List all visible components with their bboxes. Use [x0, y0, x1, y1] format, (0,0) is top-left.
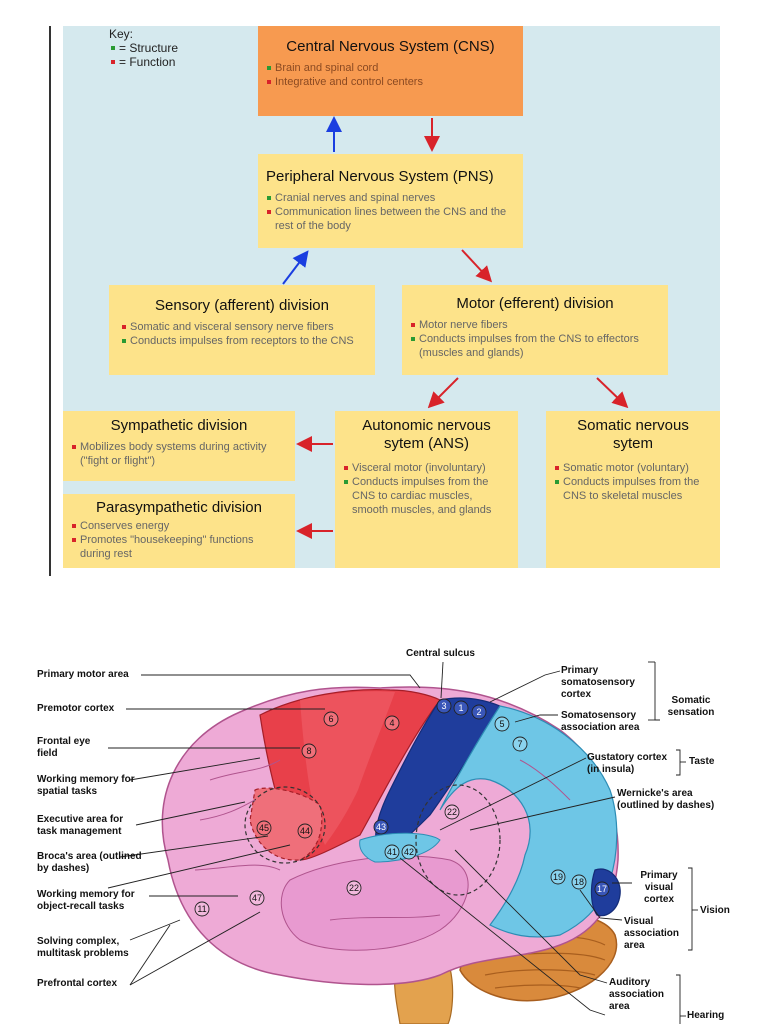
label-hearing: Hearing: [687, 1010, 725, 1021]
label-primary-visual: Primary visual cortex: [640, 870, 678, 905]
box-sympathetic: Sympathetic division Mobilizes body syst…: [63, 411, 295, 481]
bullet-structure: Cranial nerves and spinal nerves: [266, 191, 515, 205]
box-pns: Peripheral Nervous System (PNS) Cranial …: [258, 154, 523, 248]
label-broca: Broca's area (outlined by dashes): [37, 851, 142, 874]
label-visual-association: Visual association area: [624, 916, 680, 951]
area-number: 41: [387, 847, 397, 857]
bullet-function: Visceral motor (involuntary): [343, 461, 510, 475]
motor-area: [259, 689, 441, 861]
label-primary-motor: Primary motor area: [37, 669, 129, 680]
bullet-structure: Somatic and visceral sensory nerve fiber…: [121, 320, 367, 334]
area-number: 4: [389, 718, 394, 728]
box-motor: Motor (efferent) division Motor nerve fi…: [402, 285, 668, 375]
box-sensory: Sensory (afferent) division Somatic and …: [109, 285, 375, 375]
bullet-structure: Conducts impulses from the CNS to cardia…: [343, 475, 510, 517]
area-number: 8: [306, 746, 311, 756]
bullet-function: Conducts impulses from the CNS to effect…: [410, 332, 660, 360]
legend-key: Key: = Structure = Function: [109, 27, 178, 69]
label-frontal-eye: Frontal eye field: [37, 736, 91, 759]
label-primary-somatosensory: Primary somatosensory cortex: [561, 665, 635, 700]
bullet-function: Mobilizes body systems during activity (…: [71, 440, 287, 468]
area-number: 22: [447, 807, 457, 817]
area-number: 45: [259, 823, 269, 833]
label-somatic-sensation: Somatic sensation: [667, 695, 715, 718]
arrow-motor-to-somatic: [596, 377, 629, 409]
somatosensory-primary: [375, 697, 501, 856]
bullet-function: Integrative and control centers: [266, 75, 515, 89]
bullet-function: Promotes "housekeeping" functions during…: [71, 533, 287, 561]
box-somatic: Somatic nervous sytem Somatic motor (vol…: [546, 411, 720, 568]
area-number: 7: [517, 739, 522, 749]
area-number: 43: [376, 822, 386, 832]
box-title: Somatic nervous sytem: [577, 417, 689, 452]
box-cns: Central Nervous System (CNS) Brain and s…: [258, 26, 523, 116]
label-vision: Vision: [700, 905, 730, 916]
arrow-pns-to-motor: [461, 249, 493, 283]
label-prefrontal: Prefrontal cortex: [37, 978, 118, 989]
box-title: Autonomic nervous sytem (ANS): [362, 417, 491, 452]
box-title: Sympathetic division: [110, 417, 248, 434]
area-number: 19: [553, 872, 563, 882]
left-rule: [49, 26, 51, 576]
box-title: Central Nervous System (CNS): [286, 38, 495, 55]
area-number: 22: [349, 883, 359, 893]
label-somatosensory-association: Somatosensory association area: [561, 710, 640, 733]
flow-arrows: [282, 116, 629, 539]
cerebrum: [161, 686, 619, 986]
bullet-structure: Conducts impulses from the CNS to skelet…: [554, 475, 712, 503]
label-taste: Taste: [689, 756, 715, 767]
box-title: Peripheral Nervous System (PNS): [266, 168, 494, 185]
key-structure: = Structure: [109, 41, 178, 55]
key-function: = Function: [109, 55, 178, 69]
area-numbers: [194, 698, 610, 917]
box-title: Motor (efferent) division: [456, 295, 614, 312]
brainstem: [393, 966, 454, 1024]
label-working-object: Working memory for object-recall tasks: [37, 889, 135, 912]
visual-cortex: [590, 868, 621, 917]
box-title: Sensory (afferent) division: [155, 297, 329, 314]
label-auditory-association: Auditory association area: [609, 977, 665, 1012]
area-number: 3: [441, 701, 446, 711]
broca-outline: [244, 786, 326, 864]
label-executive: Executive area for task management: [37, 814, 124, 837]
label-premotor: Premotor cortex: [37, 703, 115, 714]
key-title: Key:: [109, 27, 134, 41]
bullet-function: Somatic motor (voluntary): [554, 461, 712, 475]
area-number: 47: [252, 893, 262, 903]
label-solving: Solving complex, multitask problems: [37, 936, 129, 959]
area-number: 18: [574, 877, 584, 887]
area-number: 11: [197, 904, 206, 914]
area-number: 6: [328, 714, 333, 724]
label-central-sulcus: Central sulcus: [406, 648, 475, 659]
label-gustatory: Gustatory cortex (in insula): [587, 752, 668, 775]
arrow-motor-to-ans: [427, 377, 459, 409]
area-number: 44: [300, 826, 310, 836]
box-parasympathetic: Parasympathetic division Conserves energ…: [63, 494, 295, 568]
box-title: Parasympathetic division: [96, 499, 262, 516]
label-working-spatial: Working memory for spatial tasks: [37, 774, 135, 797]
bullet-structure: Motor nerve fibers: [410, 318, 660, 332]
area-number: 17: [597, 884, 607, 894]
label-wernicke: Wernicke's area (outlined by dashes): [617, 788, 715, 811]
arrow-sensory-to-pns: [282, 250, 309, 285]
bullet-function: Conserves energy: [71, 519, 287, 533]
cerebellum: [459, 913, 618, 1002]
area-number: 1: [458, 703, 463, 713]
wernicke-outline: [415, 784, 501, 896]
area-number: 42: [404, 847, 414, 857]
area-number: 5: [499, 719, 504, 729]
somatosensory-association: [439, 705, 618, 938]
bullet-structure: Brain and spinal cord: [266, 61, 515, 75]
bullet-function: Communication lines between the CNS and …: [266, 205, 515, 233]
area-number: 2: [476, 707, 481, 717]
bullet-function: Conducts impulses from receptors to the …: [121, 334, 367, 348]
box-ans: Autonomic nervous sytem (ANS) Visceral m…: [335, 411, 518, 568]
